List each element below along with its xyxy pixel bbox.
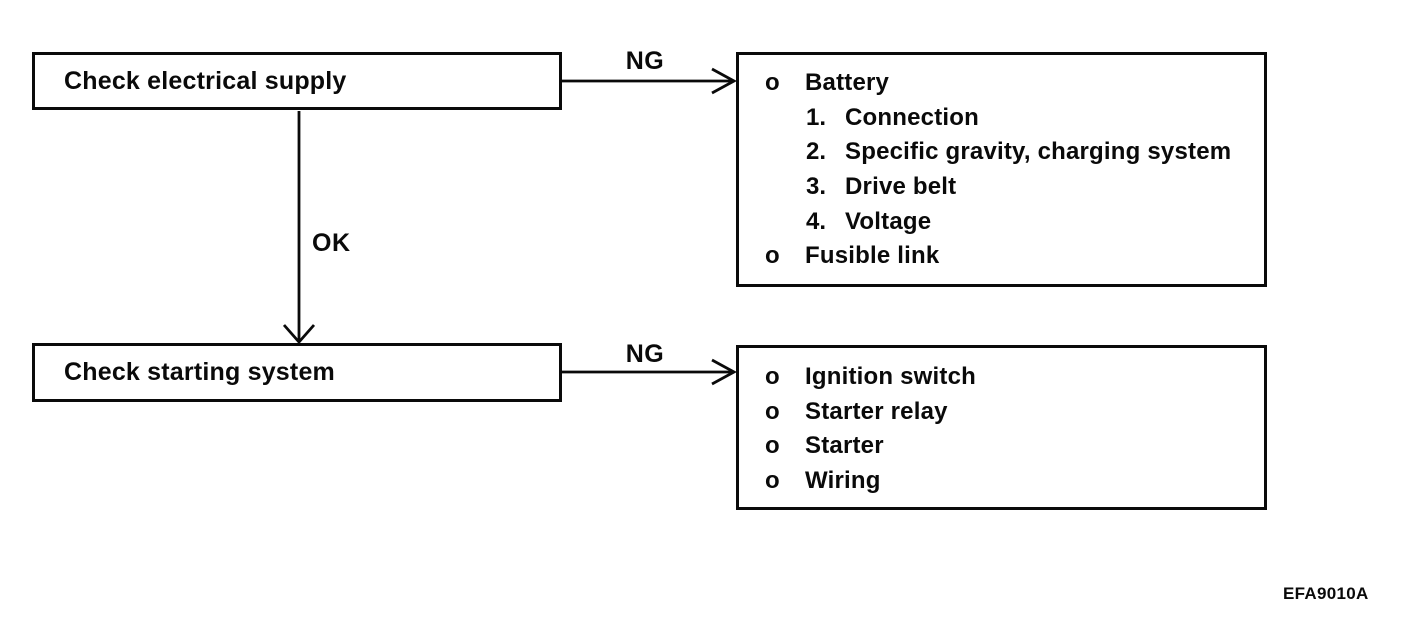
number-marker: 4.: [806, 207, 827, 235]
step-check-starting-system-label: Check starting system: [64, 358, 335, 386]
list-item-text: Wiring: [805, 467, 881, 495]
figure-code: EFA9010A: [1283, 584, 1369, 603]
causes-electrical-supply-box: o Battery 1. Connection 2. Specific grav…: [736, 52, 1267, 287]
edge-ok-arrow: [282, 111, 316, 345]
list-item-text: Battery: [805, 69, 890, 97]
bullet-marker: o: [765, 432, 780, 460]
causes-electrical-supply-list: o Battery 1. Connection 2. Specific grav…: [739, 55, 1264, 295]
number-marker: 3.: [806, 173, 827, 201]
list-item: o Fusible link: [739, 239, 1264, 274]
list-item-text: Drive belt: [845, 173, 957, 201]
list-item-text: Voltage: [845, 207, 932, 235]
list-item-text: Starter relay: [805, 397, 948, 425]
list-item: o Starter relay: [739, 395, 1264, 430]
list-item: 1. Connection: [739, 101, 1264, 136]
causes-starting-system-box: o Ignition switch o Starter relay o Star…: [736, 345, 1267, 510]
list-item-text: Connection: [845, 103, 979, 131]
list-item: o Wiring: [739, 464, 1264, 499]
step-check-electrical-supply: Check electrical supply: [32, 52, 562, 110]
bullet-marker: o: [765, 69, 780, 97]
step-check-electrical-supply-label: Check electrical supply: [64, 66, 347, 95]
list-item-text: Starter: [805, 432, 884, 460]
list-item: 4. Voltage: [739, 204, 1264, 239]
list-item-text: Fusible link: [805, 242, 940, 270]
list-item: o Ignition switch: [739, 360, 1264, 395]
number-marker: 2.: [806, 138, 827, 166]
bullet-marker: o: [765, 242, 780, 270]
bullet-marker: o: [765, 467, 780, 495]
edge-ok-label: OK: [312, 229, 351, 257]
list-item-text: Ignition switch: [805, 363, 976, 391]
edge-ng1-label: NG: [625, 47, 665, 75]
step-check-starting-system: Check starting system: [32, 343, 562, 402]
list-item: o Starter: [739, 429, 1264, 464]
number-marker: 1.: [806, 103, 827, 131]
bullet-marker: o: [765, 363, 780, 391]
list-item: o Battery: [739, 66, 1264, 101]
causes-starting-system-list: o Ignition switch o Starter relay o Star…: [739, 348, 1264, 519]
edge-ng2-label: NG: [625, 340, 665, 368]
list-item-text: Specific gravity, charging system: [845, 138, 1232, 166]
list-item: 2. Specific gravity, charging system: [739, 135, 1264, 170]
bullet-marker: o: [765, 397, 780, 425]
list-item: 3. Drive belt: [739, 170, 1264, 205]
